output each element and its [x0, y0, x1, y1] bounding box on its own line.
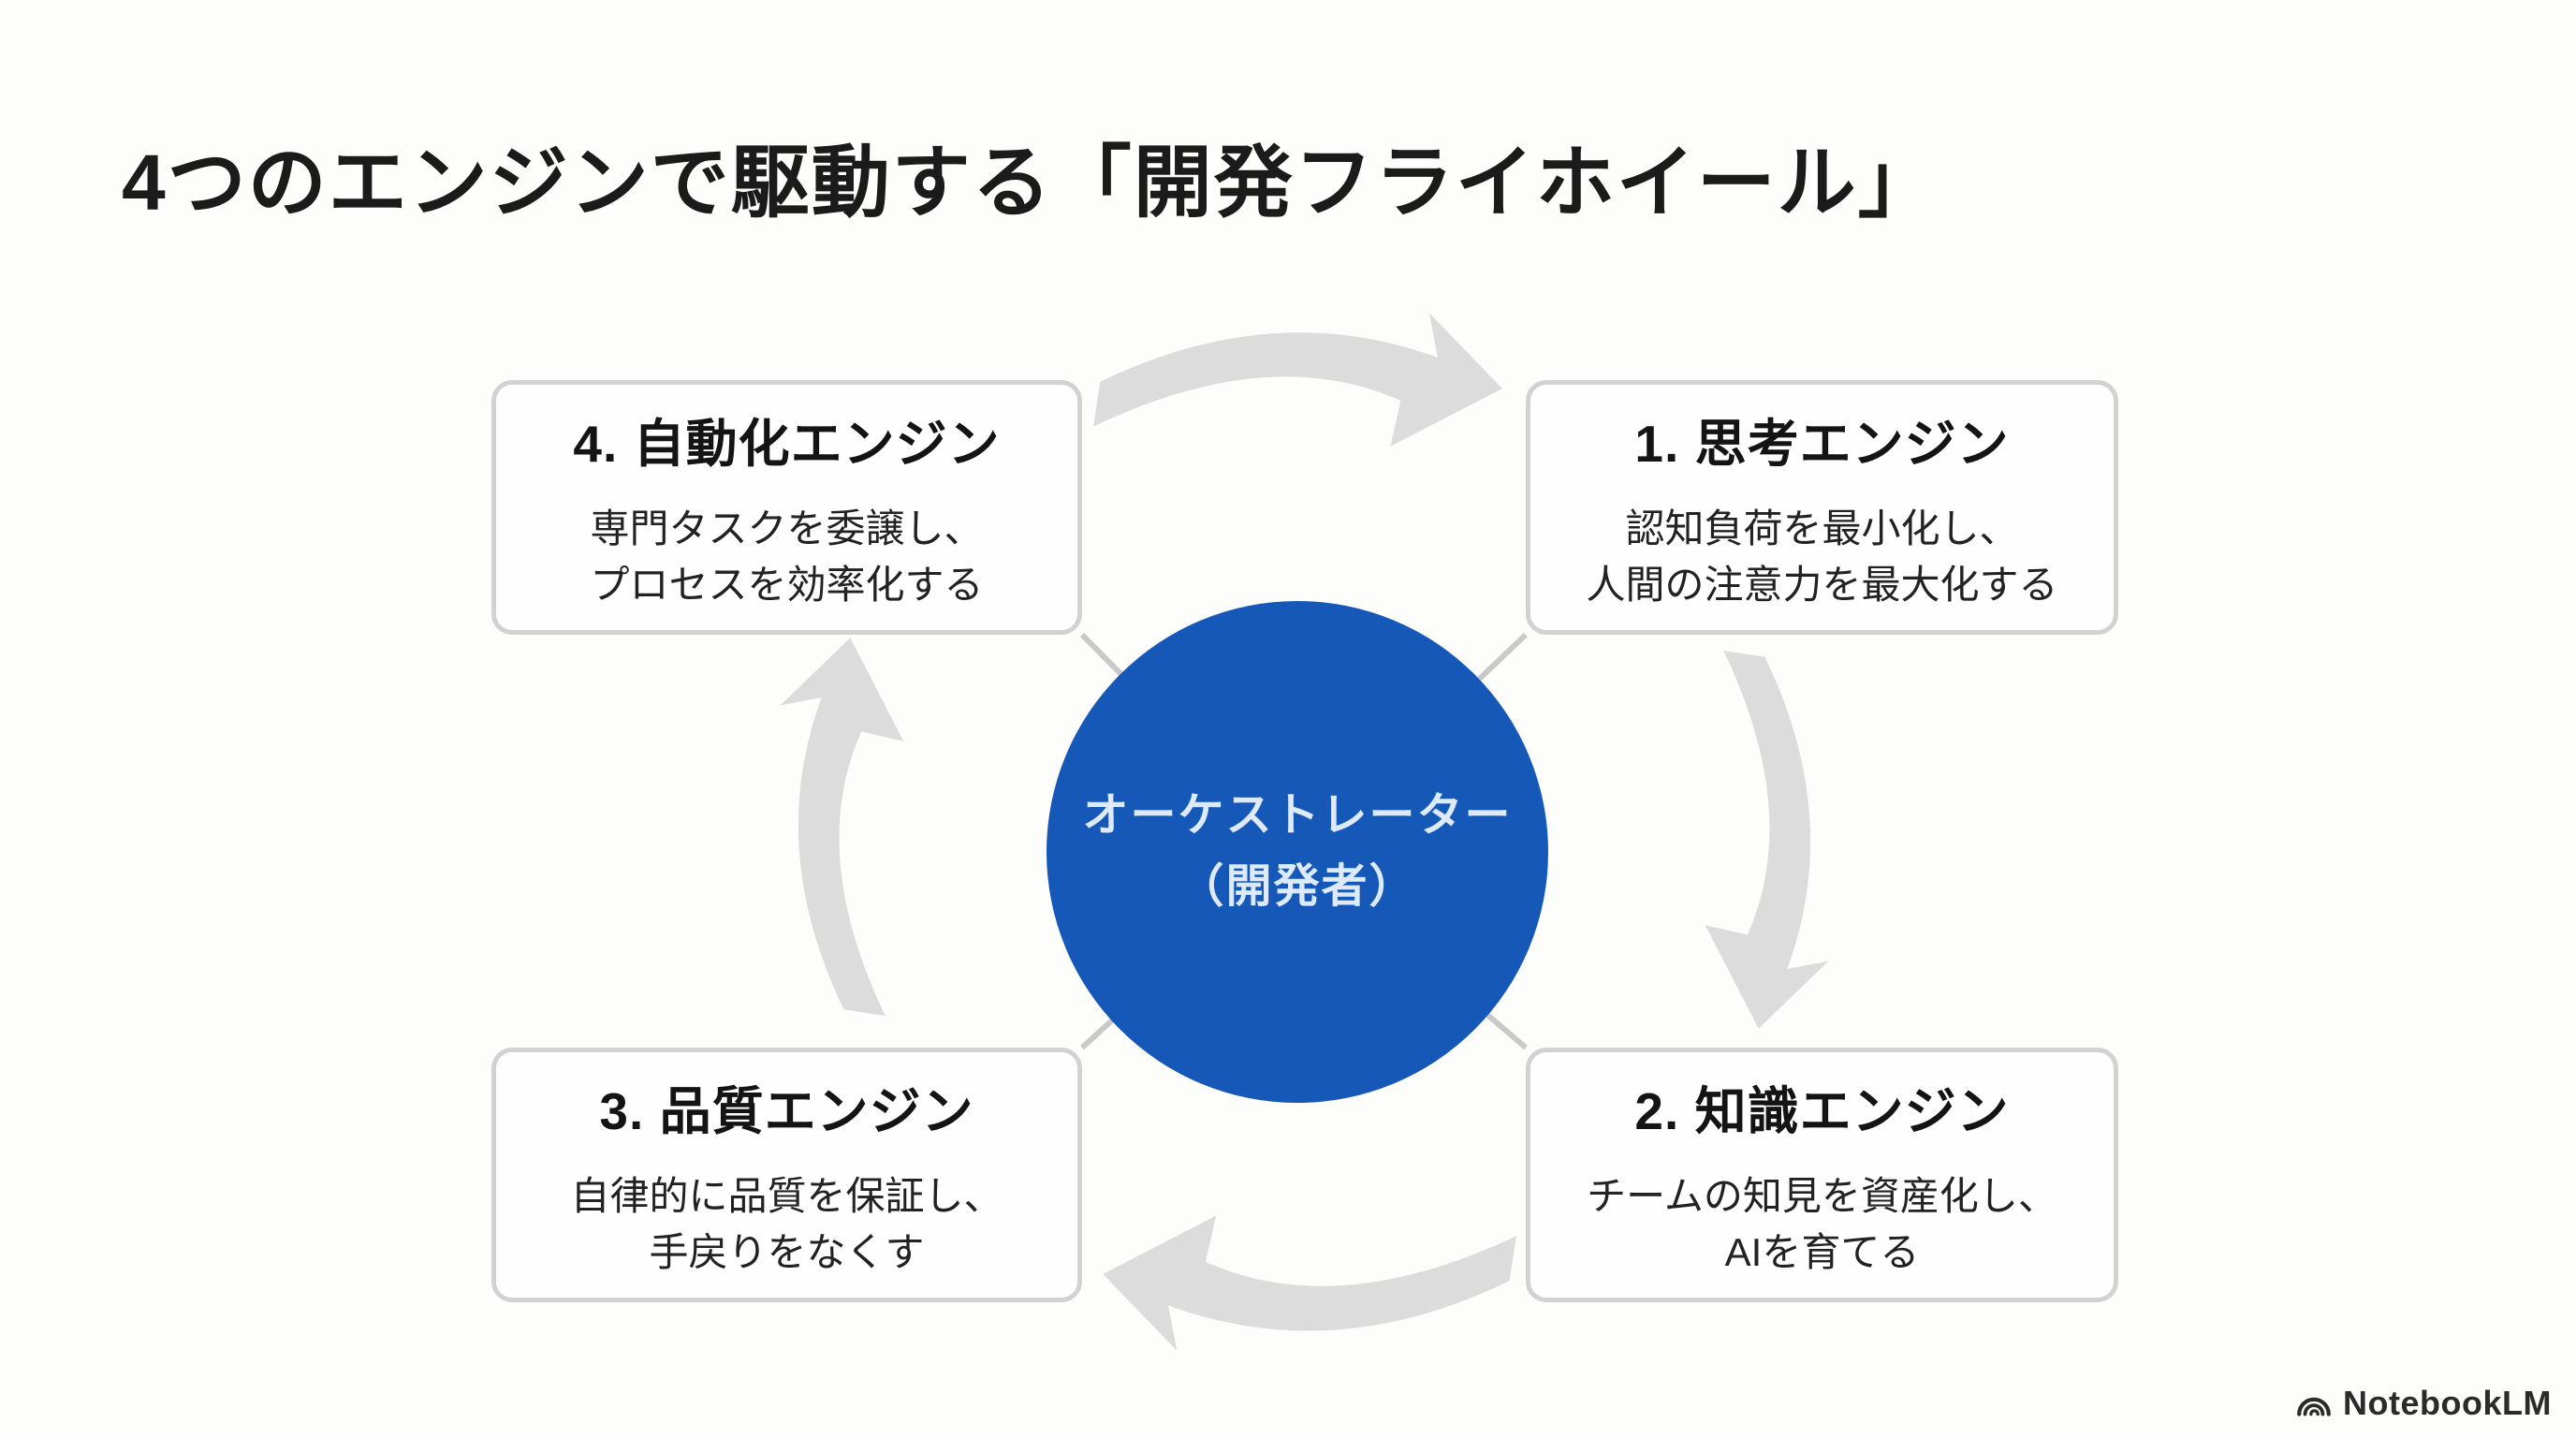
engine-card-title: 2. 知識エンジン — [1634, 1082, 2010, 1141]
engine-card-description: チームの知見を資産化し、 AIを育てる — [1587, 1168, 2057, 1280]
engine-card-desc-line1: 専門タスクを委譲し、 — [590, 506, 984, 551]
engine-card-desc-line2: 人間の注意力を最大化する — [1586, 563, 2058, 607]
engine-card-desc-line2: AIを育てる — [1724, 1230, 1920, 1274]
notebooklm-logo-icon — [2294, 1384, 2334, 1423]
engine-card-desc-line1: 認知負荷を最小化し、 — [1625, 506, 2019, 551]
orchestrator-line2: （開発者） — [1178, 861, 1417, 912]
cycle-arrow-left-icon — [780, 638, 904, 1016]
notebooklm-logo-text: NotebookLM — [2343, 1384, 2552, 1422]
cycle-arrows — [780, 313, 1829, 1351]
engine-card-quality: 3. 品質エンジン 自律的に品質を保証し、 手戻りをなくす — [491, 1048, 1082, 1302]
engine-card-desc-line1: チームの知見を資産化し、 — [1587, 1174, 2057, 1219]
engine-card-desc-line1: 自律的に品質を保証し、 — [570, 1174, 1003, 1219]
engine-card-description: 自律的に品質を保証し、 手戻りをなくす — [570, 1168, 1003, 1280]
engine-card-description: 専門タスクを委譲し、 プロセスを効率化する — [590, 501, 983, 612]
engine-card-title: 1. 思考エンジン — [1634, 415, 2010, 474]
engine-card-automation: 4. 自動化エンジン 専門タスクを委譲し、 プロセスを効率化する — [491, 380, 1082, 635]
cycle-arrow-bottom-icon — [1103, 1215, 1516, 1351]
orchestrator-line1: オーケストレーター — [1082, 790, 1513, 842]
engine-card-title: 3. 品質エンジン — [599, 1082, 974, 1141]
engine-card-title: 4. 自動化エンジン — [573, 415, 1001, 474]
orchestrator-circle: オーケストレーター （開発者） — [1046, 601, 1548, 1103]
cycle-arrow-top-icon — [1093, 313, 1502, 447]
engine-card-knowledge: 2. 知識エンジン チームの知見を資産化し、 AIを育てる — [1526, 1048, 2118, 1302]
engine-card-desc-line2: プロセスを効率化する — [590, 563, 984, 607]
engine-card-thinking: 1. 思考エンジン 認知負荷を最小化し、 人間の注意力を最大化する — [1526, 380, 2118, 635]
cycle-arrow-right-icon — [1705, 651, 1829, 1029]
engine-card-description: 認知負荷を最小化し、 人間の注意力を最大化する — [1586, 501, 2057, 612]
engine-card-desc-line2: 手戻りをなくす — [649, 1230, 925, 1274]
slide-title: 4つのエンジンで駆動する「開発フライホイール」 — [122, 139, 1939, 227]
notebooklm-watermark: NotebookLM — [2294, 1384, 2552, 1423]
